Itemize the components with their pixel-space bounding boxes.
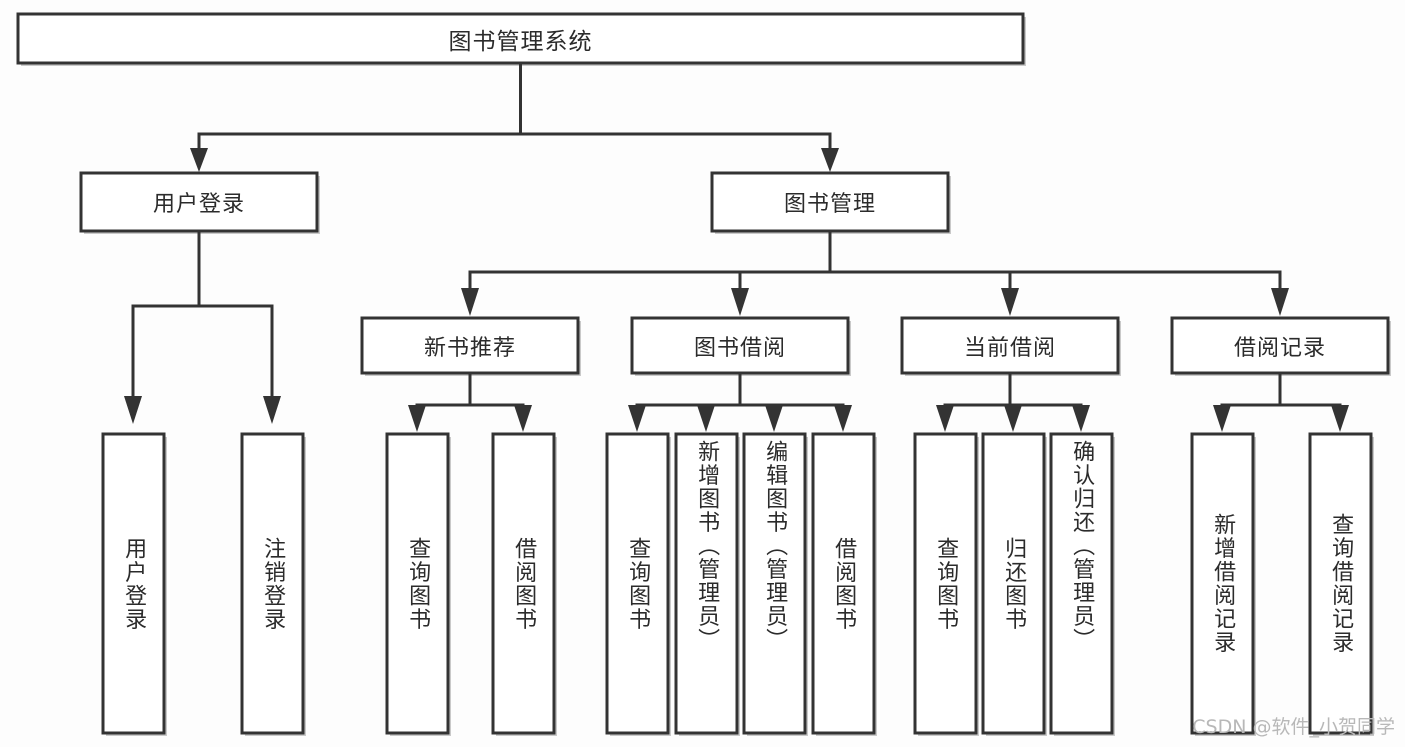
node-leaf-confirm-return[interactable] (1049, 432, 1115, 736)
arrowhead-leaf-confirm-return (1072, 405, 1090, 432)
arrowhead-leaf-query-record (1331, 405, 1349, 432)
node-leaf-user-logout[interactable] (240, 432, 306, 736)
arrowhead-leaf-return-book (1004, 405, 1022, 432)
arrowhead-leaf-borrow-book-1 (514, 405, 532, 432)
arrowhead-leaf-user-logout (263, 396, 281, 424)
node-book-manage[interactable] (710, 171, 951, 234)
arrowhead-leaf-borrow-book-2 (834, 405, 852, 432)
arrowhead-leaf-user-login (124, 396, 142, 424)
arrowhead-borrow-record (1271, 288, 1289, 316)
arrowhead-book-borrow (731, 288, 749, 316)
node-leaf-query-book-1[interactable] (385, 432, 451, 736)
node-borrow-record[interactable] (1170, 316, 1391, 376)
node-leaf-query-record[interactable] (1308, 432, 1374, 736)
node-leaf-add-record[interactable] (1190, 432, 1256, 736)
node-book-borrow[interactable] (630, 316, 851, 376)
node-root[interactable] (16, 12, 1026, 66)
arrowhead-leaf-add-book (697, 405, 715, 432)
arrowhead-leaf-query-book-2 (628, 405, 646, 432)
node-leaf-borrow-book-1[interactable] (491, 432, 557, 736)
node-new-book-rec[interactable] (360, 316, 581, 376)
node-leaf-query-book-3[interactable] (913, 432, 979, 736)
arrowhead-new-book-rec (461, 288, 479, 316)
node-leaf-add-book[interactable] (674, 432, 740, 736)
node-leaf-return-book[interactable] (981, 432, 1047, 736)
node-leaf-borrow-book-2[interactable] (811, 432, 877, 736)
node-leaf-edit-book[interactable] (742, 432, 808, 736)
arrowhead-leaf-edit-book (765, 405, 783, 432)
node-leaf-user-login[interactable] (101, 432, 167, 736)
arrowhead-book-manage (821, 148, 839, 172)
node-current-borrow[interactable] (900, 316, 1121, 376)
arrowhead-leaf-query-book-3 (936, 405, 954, 432)
arrowhead-current-borrow (1001, 288, 1019, 316)
node-leaf-query-book-2[interactable] (605, 432, 671, 736)
arrowhead-leaf-query-book-1 (408, 405, 426, 432)
arrowhead-user-login (190, 148, 208, 172)
arrowhead-leaf-add-record (1213, 405, 1231, 432)
node-user-login[interactable] (79, 171, 320, 234)
